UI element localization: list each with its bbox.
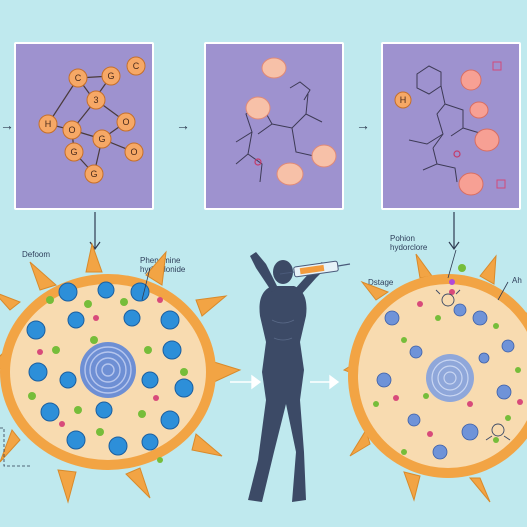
right-arrow-icon [230,374,262,390]
left-cell-nucleus [80,342,136,398]
right-arrow-icon [310,374,340,390]
left-cell-projections [0,242,242,504]
protein-blob [261,57,287,79]
atom-node [124,142,144,162]
right-cell-membrane [348,274,527,478]
atom-label: G [70,147,77,157]
molecule-structure [235,57,337,186]
drug-label-right-line1: Pohion [390,234,415,243]
atom-node [64,142,84,162]
left-cell-pink-granules [37,297,163,427]
drug-molecule-dot [458,264,466,272]
atom-node [68,68,88,88]
atom-label: 3 [93,95,98,105]
atom-label: O [68,125,75,135]
molecule-graph: C C G H 3 O G O G O G [38,56,146,184]
drug-label-left-line2: hydroclonide [140,265,186,274]
syringe-icon [279,260,351,278]
right-cell-green-granules [373,315,521,455]
small-marker [496,179,506,189]
drug-label-left-line1: Phenemine [140,256,181,265]
right-cell-nucleus [426,354,474,402]
protein-blob [311,144,337,168]
atom-node [84,164,104,184]
right-edge-label: Ah [512,276,522,285]
atom-label: H [400,95,407,105]
atom-label: C [133,61,140,71]
left-cell-vesicles [26,281,194,456]
atom-label: O [130,147,137,157]
atom-node [101,66,121,86]
drug-label-left: Phenemine hydroclonide [140,256,185,274]
atom-node [92,129,112,149]
atom-node [62,120,82,140]
right-cell-cytoplasm [358,284,527,468]
left-cell-green-granules [28,296,188,463]
protein-blob [276,162,304,186]
protein-blob [469,101,489,119]
right-cell-pink-granules [393,289,523,437]
right-cell-vesicles [376,303,515,460]
atom-node [86,90,106,110]
atom-label: G [90,169,97,179]
molecule-panel-2 [204,42,344,210]
down-arrow-icon [448,212,460,251]
down-arrow-icon [89,212,101,251]
small-marker [492,61,502,71]
protein-blob [458,172,484,196]
right-cell-label: Dstage [368,278,394,287]
oxygen-ring [453,150,461,158]
molecule-panel-1: C C G H 3 O G O G O G [14,42,154,210]
atom-label: O [122,117,129,127]
right-arrow-icon: → [356,117,370,133]
drug-label-right-line2: hydorclore [390,243,428,252]
atom-label: G [98,134,105,144]
protein-blob [460,69,482,91]
left-cell-membrane [0,274,216,470]
atom-label: H [45,119,52,129]
atom-node [38,114,58,134]
atom-node [394,91,412,109]
protein-blob [474,128,500,152]
human-figure-icon [248,252,326,502]
atom-node [116,112,136,132]
protein-blob [245,96,271,120]
right-arrow-icon: → [0,117,14,133]
molecule-panel-3: H [381,42,521,210]
drug-molecule-dot [449,279,455,285]
right-cell-projections [342,253,527,503]
molecule-structure: H [394,61,506,196]
left-cell-label: Defoom [22,250,51,259]
atom-label: C [75,73,82,83]
atom-node [126,56,146,76]
right-cell-bacteria [435,289,511,441]
drug-label-right: Pohion hydorclore [390,234,427,252]
left-cell-cytoplasm [10,284,206,460]
oxygen-ring [254,158,262,166]
atom-label: G [107,71,114,81]
right-arrow-icon: → [176,117,190,133]
